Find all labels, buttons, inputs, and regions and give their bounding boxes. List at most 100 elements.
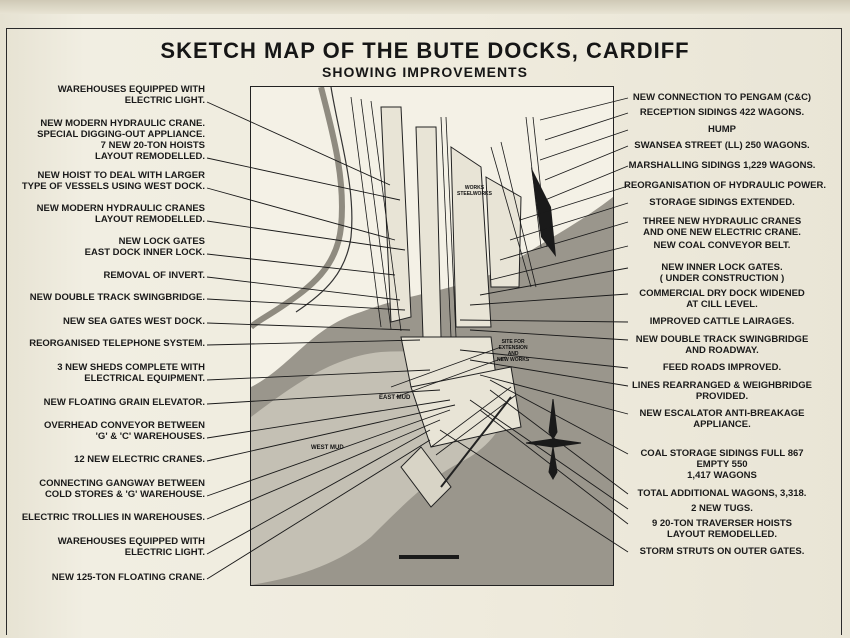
annotation-line: IMPROVED CATTLE LAIRAGES. xyxy=(649,316,795,327)
annotation-line: NEW COAL CONVEYOR BELT. xyxy=(653,240,791,251)
annotation-line: APPLIANCE. xyxy=(693,419,751,430)
leader-line xyxy=(544,145,629,181)
leader-line xyxy=(439,429,629,553)
leader-line xyxy=(489,245,629,281)
leader-line xyxy=(544,165,629,201)
left-annotation-label: REORGANISED TELEPHONE SYSTEM. xyxy=(29,338,205,349)
site-line: EXTENSION xyxy=(498,345,528,351)
annotation-line: NEW MODERN HYDRAULIC CRANE. xyxy=(40,118,205,129)
left-annotation-label: REMOVAL OF INVERT. xyxy=(103,270,205,281)
map-title: SKETCH MAP OF THE BUTE DOCKS, CARDIFF xyxy=(160,38,690,63)
leader-line xyxy=(206,389,441,405)
leader-line xyxy=(539,129,629,161)
annotation-line: ( UNDER CONSTRUCTION ) xyxy=(659,273,785,284)
annotation-line: 3 NEW SHEDS COMPLETE WITH xyxy=(57,362,205,373)
annotation-line: AND ROADWAY. xyxy=(685,345,759,356)
right-annotation-label: NEW COAL CONVEYOR BELT. xyxy=(624,240,820,251)
right-annotation-label: FEED ROADS IMPROVED. xyxy=(624,362,820,373)
left-annotation-label: NEW SEA GATES WEST DOCK. xyxy=(63,316,205,327)
scale-bar xyxy=(399,555,459,559)
leader-line xyxy=(479,409,629,525)
site-line: SITE FOR xyxy=(501,339,525,345)
right-annotation-label: NEW INNER LOCK GATES.( UNDER CONSTRUCTIO… xyxy=(624,262,820,284)
annotation-line: LAYOUT REMODELLED. xyxy=(95,151,205,162)
annotation-line: 'G' & 'C' WAREHOUSES. xyxy=(95,431,205,442)
leader-line xyxy=(206,187,396,241)
annotation-line: ELECTRIC TROLLIES IN WAREHOUSES. xyxy=(21,512,205,523)
annotation-line: EAST DOCK INNER LOCK. xyxy=(84,247,205,258)
annotation-line: FEED ROADS IMPROVED. xyxy=(662,362,782,373)
right-annotation-label: NEW CONNECTION TO PENGAM (C&C) xyxy=(624,92,820,103)
annotation-line: REMOVAL OF INVERT. xyxy=(103,270,205,281)
right-annotation-label: TOTAL ADDITIONAL WAGONS, 3,318. xyxy=(624,488,820,499)
annotation-line: NEW LOCK GATES xyxy=(118,236,205,247)
annotation-line: REORGANISATION OF HYDRAULIC POWER. xyxy=(624,180,826,191)
left-annotation-label: NEW 125-TON FLOATING CRANE. xyxy=(52,572,205,583)
annotation-line: TOTAL ADDITIONAL WAGONS, 3,318. xyxy=(637,488,807,499)
right-annotation-label: STORAGE SIDINGS EXTENDED. xyxy=(624,197,820,208)
annotation-line: LINES REARRANGED & WEIGHBRIDGE xyxy=(632,380,812,391)
leader-line xyxy=(469,399,629,510)
leader-line xyxy=(206,399,451,439)
leader-line xyxy=(206,298,406,311)
leader-line xyxy=(206,429,431,555)
leader-line xyxy=(206,404,456,462)
annotation-line: LAYOUT REMODELLED. xyxy=(95,214,205,225)
leader-line xyxy=(459,319,629,323)
dock-map: EAST MUD WEST MUD SITE FOR EXTENSION AND… xyxy=(250,86,614,586)
annotation-line: 7 NEW 20-TON HOISTS xyxy=(100,140,205,151)
annotation-line: NEW INNER LOCK GATES. xyxy=(661,262,783,273)
leader-line xyxy=(479,374,629,415)
marshalling-sidings xyxy=(531,167,556,257)
right-annotation-label: MARSHALLING SIDINGS 1,229 WAGONS. xyxy=(624,160,820,171)
leader-line xyxy=(539,97,629,121)
leader-line xyxy=(469,329,629,341)
leader-line xyxy=(206,339,421,346)
annotation-line: WAREHOUSES EQUIPPED WITH xyxy=(57,84,205,95)
annotation-line: AT CILL LEVEL. xyxy=(686,299,758,310)
annotation-line: HUMP xyxy=(708,124,736,135)
left-annotation-label: OVERHEAD CONVEYOR BETWEEN'G' & 'C' WAREH… xyxy=(44,420,205,442)
page-gutter xyxy=(0,0,850,14)
right-annotation-label: SWANSEA STREET (LL) 250 WAGONS. xyxy=(624,140,820,151)
left-annotation-label: NEW MODERN HYDRAULIC CRANE.SPECIAL DIGGI… xyxy=(37,118,205,162)
river-channel xyxy=(251,87,345,330)
annotation-line: OVERHEAD CONVEYOR BETWEEN xyxy=(44,420,205,431)
annotation-line: CONNECTING GANGWAY BETWEEN xyxy=(39,478,205,489)
works-label: WORKS STEELWORKS xyxy=(457,185,492,197)
annotation-line: SWANSEA STREET (LL) 250 WAGONS. xyxy=(634,140,810,151)
pier xyxy=(400,446,452,508)
map-subtitle: SHOWING IMPROVEMENTS xyxy=(322,64,528,80)
annotation-line: REORGANISED TELEPHONE SYSTEM. xyxy=(29,338,205,349)
annotation-line: 1,417 WAGONS xyxy=(687,470,757,481)
annotation-line: NEW CONNECTION TO PENGAM (C&C) xyxy=(632,92,812,103)
leader-line xyxy=(479,267,629,296)
annotation-line: SPECIAL DIGGING-OUT APPLIANCE. xyxy=(37,129,205,140)
annotation-line: NEW FLOATING GRAIN ELEVATOR. xyxy=(43,397,205,408)
annotation-line: NEW SEA GATES WEST DOCK. xyxy=(63,316,205,327)
leader-line xyxy=(519,185,629,221)
leader-line xyxy=(489,379,629,455)
right-annotation-label: 2 NEW TUGS. xyxy=(624,503,820,514)
leader-line xyxy=(206,157,401,201)
annotation-line: STORM STRUTS ON OUTER GATES. xyxy=(639,546,805,557)
leader-line xyxy=(544,112,629,141)
annotation-line: EMPTY 550 xyxy=(696,459,748,470)
annotation-line: STORAGE SIDINGS EXTENDED. xyxy=(649,197,795,208)
dock-map-drawing xyxy=(251,87,613,585)
right-annotation-label: STORM STRUTS ON OUTER GATES. xyxy=(624,546,820,557)
river-bank xyxy=(295,87,353,313)
site-line: AND xyxy=(507,351,519,357)
annotation-line: NEW 125-TON FLOATING CRANE. xyxy=(51,572,205,583)
